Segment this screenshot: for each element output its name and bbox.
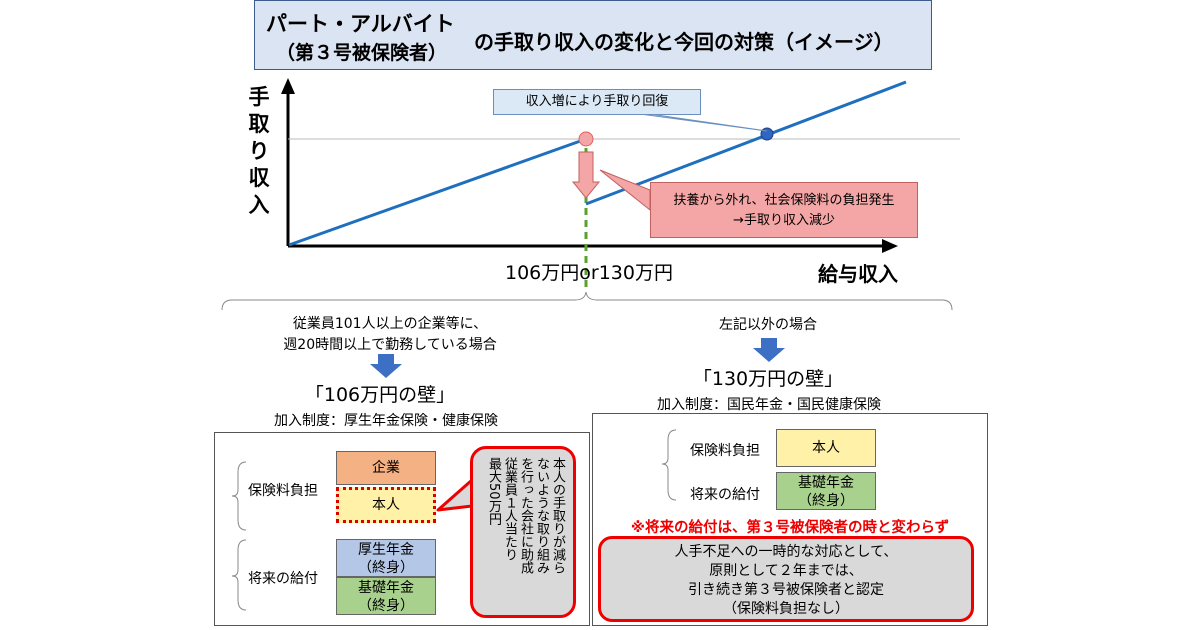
- right-condition: 左記以外の場合: [719, 317, 817, 333]
- subsidy-line3: を行った会社に助成: [518, 457, 533, 574]
- right-wall-title: 「130万円の壁」: [692, 368, 844, 390]
- kosei-pension-line1: 厚生年金: [358, 542, 414, 558]
- drop-arrow: [571, 151, 601, 199]
- self-box-right: 本人: [776, 429, 876, 467]
- right-down-arrow: [753, 338, 785, 362]
- income-line-after: [585, 80, 907, 206]
- income-line-before: [288, 137, 587, 247]
- measure-line2: 原則として２年までは、: [709, 563, 863, 579]
- subsidy-line4: 従業員１人当たり: [502, 457, 517, 561]
- recovery-callout-pointer: [639, 113, 768, 132]
- subsidy-line1: 本人の手取りが減ら: [550, 457, 565, 574]
- kiso-pension-right-line2: （終身）: [798, 493, 854, 509]
- left-system: 加入制度：厚生年金保険・健康保険: [274, 413, 498, 429]
- measure-line3: 引き続き第３号被保険者と認定: [688, 582, 884, 598]
- left-condition: 従業員101人以上の企業等に、 週20時間以上で勤務している場合: [240, 314, 540, 356]
- left-premium-label: 保険料負担: [248, 483, 318, 499]
- left-condition-line1: 従業員101人以上の企業等に、: [292, 316, 488, 332]
- title-line2: （第３号被保険者）: [276, 42, 448, 64]
- kosei-pension-line2: （終身）: [358, 560, 414, 576]
- subsidy-line2: ないような取り組み: [534, 457, 549, 574]
- right-premium-label: 保険料負担: [690, 443, 760, 459]
- kiso-pension-left-line1: 基礎年金: [358, 580, 414, 596]
- title-rest: の手取り収入の変化と今回の対策（イメージ）: [474, 30, 894, 54]
- measure-line1: 人手不足への一時的な対応として、: [674, 544, 898, 560]
- kiso-pension-box-right: 基礎年金 （終身）: [776, 472, 876, 510]
- title-line1: パート・アルバイト: [266, 12, 455, 36]
- drop-point-marker: [578, 131, 594, 147]
- threshold-label: 106万円or130万円: [505, 262, 673, 284]
- split-brace: [221, 291, 953, 311]
- x-axis-arrow: [882, 239, 898, 253]
- subsidy-line5: 最大50万円: [486, 457, 501, 526]
- kiso-pension-left-line2: （終身）: [358, 598, 414, 614]
- drop-callout-line2: →手取り収入減少: [733, 213, 835, 228]
- right-system: 加入制度：国民年金・国民健康保険: [657, 397, 881, 413]
- y-axis-label: 手取り収入: [248, 85, 270, 217]
- subsidy-text: 本人の手取りが減ら ないような取り組み を行った会社に助成 従業員１人当たり 最…: [485, 457, 565, 613]
- recovery-callout: 収入増により手取り回復: [493, 89, 701, 115]
- right-benefit-label: 将来の給付: [690, 487, 760, 503]
- left-panel: [214, 432, 590, 626]
- left-down-arrow: [370, 354, 402, 378]
- kiso-pension-box-left: 基礎年金 （終身）: [336, 577, 436, 615]
- left-benefit-label: 将来の給付: [248, 571, 318, 587]
- y-axis-arrow: [281, 78, 295, 94]
- subsidy-box: 本人の手取りが減ら ないような取り組み を行った会社に助成 従業員１人当たり 最…: [470, 446, 576, 618]
- kiso-pension-right-line1: 基礎年金: [798, 475, 854, 491]
- self-box-left: 本人: [336, 487, 436, 523]
- transition-measure-box: 人手不足への一時的な対応として、 原則として２年までは、 引き続き第３号被保険者…: [598, 536, 974, 622]
- left-benefit-bracket: [231, 539, 247, 611]
- x-axis-label: 給与収入: [818, 262, 898, 286]
- measure-line4: （保険料負担なし）: [723, 601, 849, 617]
- recovery-point-marker: [760, 127, 774, 141]
- title-banner: [254, 0, 932, 70]
- kosei-pension-box: 厚生年金 （終身）: [336, 539, 436, 577]
- drop-callout-pointer: [599, 169, 651, 212]
- benefit-note: ※将来の給付は、第３号被保険者の時と変わらず: [630, 520, 950, 536]
- drop-callout: 扶養から外れ、社会保険料の負担発生 →手取り収入減少: [650, 182, 918, 238]
- left-condition-line2: 週20時間以上で勤務している場合: [283, 337, 497, 353]
- company-box: 企業: [336, 451, 436, 485]
- right-panel: [592, 413, 988, 626]
- right-bracket: [661, 429, 677, 501]
- left-premium-bracket: [231, 461, 247, 531]
- left-wall-title: 「106万円の壁」: [304, 384, 456, 406]
- drop-callout-line1: 扶養から外れ、社会保険料の負担発生: [673, 193, 895, 208]
